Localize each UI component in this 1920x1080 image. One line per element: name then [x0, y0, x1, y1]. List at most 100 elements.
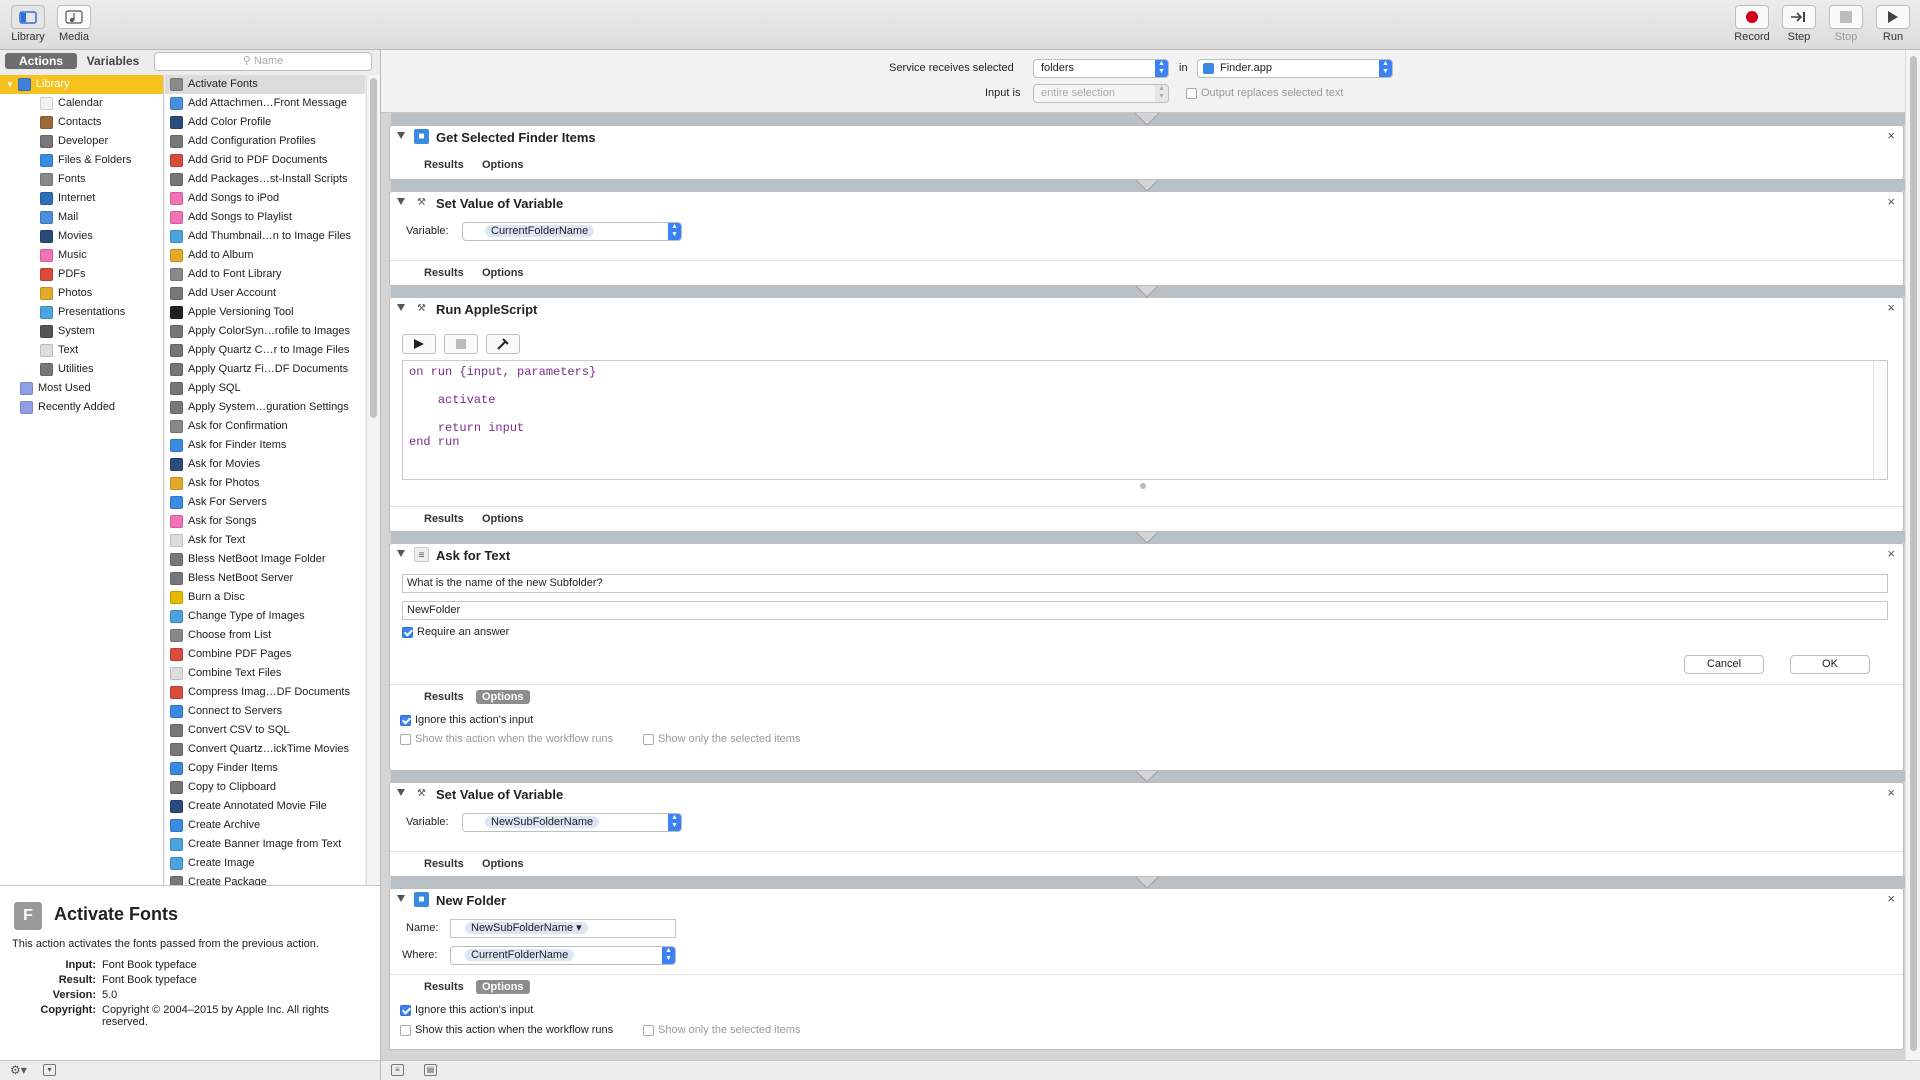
service-input-type-popup[interactable]: folders ▲▼ — [1033, 59, 1169, 78]
action-item[interactable]: Add to Album — [165, 246, 365, 265]
category-item[interactable]: Presentations — [0, 303, 163, 322]
ok-button[interactable]: OK — [1790, 655, 1870, 674]
list-view-icon[interactable]: ≡ — [391, 1064, 404, 1076]
results-tab[interactable]: Results — [424, 981, 464, 993]
cancel-button[interactable]: Cancel — [1684, 655, 1764, 674]
disclosure-triangle-icon[interactable] — [397, 895, 405, 902]
checkbox-box[interactable] — [643, 733, 654, 745]
script-scrollbar[interactable] — [1873, 361, 1887, 479]
folder-name-field[interactable]: NewSubFolderName ▾ — [450, 919, 676, 938]
category-item[interactable]: System — [0, 322, 163, 341]
action-item[interactable]: Create Banner Image from Text — [165, 835, 365, 854]
action-item[interactable]: Add Grid to PDF Documents — [165, 151, 365, 170]
action-item[interactable]: Combine Text Files — [165, 664, 365, 683]
results-tab[interactable]: Results — [424, 159, 464, 171]
ignore-input-checkbox[interactable]: Ignore this action's input — [400, 1004, 533, 1016]
media-button[interactable]: Media — [54, 5, 94, 43]
action-item[interactable]: Add Attachmen…Front Message — [165, 94, 365, 113]
category-item[interactable]: Movies — [0, 227, 163, 246]
action-item[interactable]: Apply Quartz Fi…DF Documents — [165, 360, 365, 379]
action-item[interactable]: Bless NetBoot Server — [165, 569, 365, 588]
action-item[interactable]: Apply Quartz C…r to Image Files — [165, 341, 365, 360]
tab-variables[interactable]: Variables — [86, 54, 140, 68]
show-when-runs-checkbox[interactable]: Show this action when the workflow runs — [400, 733, 613, 745]
gear-icon[interactable]: ⚙▾ — [10, 1063, 27, 1077]
disclosure-triangle-icon[interactable] — [397, 132, 405, 139]
action-item[interactable]: Create Archive — [165, 816, 365, 835]
checkbox-box[interactable] — [400, 714, 411, 726]
action-item[interactable]: Ask for Photos — [165, 474, 365, 493]
action-item[interactable]: Create Annotated Movie File — [165, 797, 365, 816]
action-item[interactable]: Ask for Movies — [165, 455, 365, 474]
category-item[interactable]: Developer — [0, 132, 163, 151]
scrollbar-thumb[interactable] — [370, 78, 377, 418]
category-item[interactable]: Mail — [0, 208, 163, 227]
ignore-input-checkbox[interactable]: Ignore this action's input — [400, 714, 533, 726]
pane-splitter[interactable] — [380, 50, 381, 1080]
workflow-scrollbar[interactable] — [1905, 50, 1920, 1060]
action-item[interactable]: Copy Finder Items — [165, 759, 365, 778]
action-item[interactable]: Create Image — [165, 854, 365, 873]
action-item[interactable]: Add Configuration Profiles — [165, 132, 365, 151]
options-tab[interactable]: Options — [482, 858, 524, 870]
category-item[interactable]: Calendar — [0, 94, 163, 113]
action-item[interactable]: Connect to Servers — [165, 702, 365, 721]
action-item[interactable]: Combine PDF Pages — [165, 645, 365, 664]
toggle-description-icon[interactable]: ▾ — [43, 1064, 56, 1076]
input-is-popup[interactable]: entire selection ▲▼ — [1033, 84, 1169, 103]
close-icon[interactable]: × — [1887, 785, 1895, 800]
default-answer-field[interactable]: NewFolder — [402, 601, 1888, 620]
action-item[interactable]: Apply SQL — [165, 379, 365, 398]
category-item[interactable]: Most Used — [0, 379, 163, 398]
action-item[interactable]: Apple Versioning Tool — [165, 303, 365, 322]
action-item[interactable]: Add Thumbnail…n to Image Files — [165, 227, 365, 246]
action-item[interactable]: Ask for Confirmation — [165, 417, 365, 436]
category-item[interactable]: Internet — [0, 189, 163, 208]
category-item[interactable]: ▼Library — [0, 75, 163, 94]
question-field[interactable]: What is the name of the new Subfolder? — [402, 574, 1888, 593]
show-only-selected-checkbox[interactable]: Show only the selected items — [643, 1024, 800, 1036]
action-item[interactable]: Ask For Servers — [165, 493, 365, 512]
run-script-button[interactable] — [402, 334, 436, 354]
category-item[interactable]: Photos — [0, 284, 163, 303]
results-tab[interactable]: Results — [424, 858, 464, 870]
results-tab[interactable]: Results — [424, 513, 464, 525]
action-item[interactable]: Ask for Songs — [165, 512, 365, 531]
action-item[interactable]: Bless NetBoot Image Folder — [165, 550, 365, 569]
where-popup[interactable]: CurrentFolderName ▲▼ — [450, 946, 676, 965]
show-only-selected-checkbox[interactable]: Show only the selected items — [643, 733, 800, 745]
action-item[interactable]: Ask for Text — [165, 531, 365, 550]
close-icon[interactable]: × — [1887, 300, 1895, 315]
close-icon[interactable]: × — [1887, 194, 1895, 209]
application-popup[interactable]: Finder.app ▲▼ — [1197, 59, 1393, 78]
category-item[interactable]: PDFs — [0, 265, 163, 284]
require-answer-checkbox[interactable]: Require an answer — [402, 626, 509, 638]
action-item[interactable]: Convert CSV to SQL — [165, 721, 365, 740]
category-item[interactable]: Files & Folders — [0, 151, 163, 170]
results-tab[interactable]: Results — [424, 691, 464, 703]
action-item[interactable]: Activate Fonts — [165, 75, 365, 94]
action-item[interactable]: Add Color Profile — [165, 113, 365, 132]
category-item[interactable]: Recently Added — [0, 398, 163, 417]
script-code[interactable]: on run {input, parameters} activate retu… — [409, 365, 596, 449]
checkbox-box[interactable] — [402, 626, 413, 638]
action-item[interactable]: Add to Font Library — [165, 265, 365, 284]
options-tab[interactable]: Options — [476, 690, 530, 704]
action-item[interactable]: Compress Imag…DF Documents — [165, 683, 365, 702]
disclosure-triangle-icon[interactable]: ▼ — [6, 80, 14, 89]
scrollbar-thumb[interactable] — [1910, 56, 1917, 1051]
results-tab[interactable]: Results — [424, 267, 464, 279]
checkbox-box[interactable] — [1186, 87, 1197, 99]
checkbox-box[interactable] — [400, 1024, 411, 1036]
options-tab[interactable]: Options — [482, 159, 524, 171]
show-when-runs-checkbox[interactable]: Show this action when the workflow runs — [400, 1024, 613, 1036]
disclosure-triangle-icon[interactable] — [397, 789, 405, 796]
stop-button[interactable]: Stop — [1826, 5, 1866, 43]
close-icon[interactable]: × — [1887, 128, 1895, 143]
checkbox-box[interactable] — [400, 1004, 411, 1016]
library-button[interactable]: Library — [8, 5, 48, 43]
action-item[interactable]: Add User Account — [165, 284, 365, 303]
record-button[interactable]: Record — [1732, 5, 1772, 43]
run-button[interactable]: Run — [1873, 5, 1913, 43]
script-editor[interactable]: on run {input, parameters} activate retu… — [402, 360, 1888, 480]
